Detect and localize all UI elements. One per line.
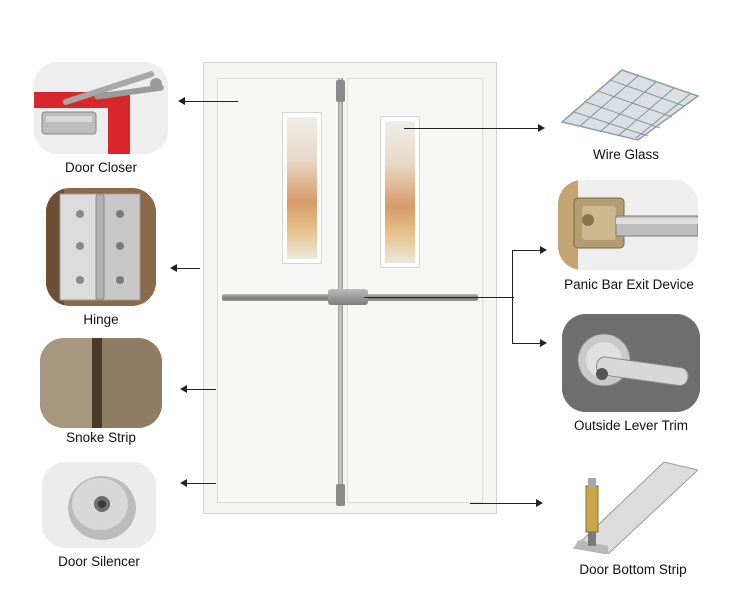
door-window-right — [380, 116, 420, 268]
label-door-bottom-strip: Door Bottom Strip — [579, 562, 687, 577]
arrowhead-wire-glass — [538, 124, 545, 132]
arrowhead-smoke-strip — [180, 385, 187, 393]
bottom-strip-icon — [572, 461, 698, 554]
label-panic-bar: Panic Bar Exit Device — [564, 277, 694, 292]
door-window-left — [282, 112, 322, 264]
pointer-outside-lever — [512, 343, 542, 344]
wire-glass-image — [552, 62, 700, 142]
outside-lever-image — [562, 314, 700, 412]
arrowhead-door-silencer — [180, 479, 187, 487]
pointer-panic-trunk — [364, 297, 514, 298]
pointer-panic-branch — [512, 250, 513, 344]
smoke-strip-image — [40, 338, 162, 428]
label-wire-glass: Wire Glass — [592, 147, 659, 162]
door-closer-icon — [34, 62, 168, 154]
label-smoke-strip: Snoke Strip — [66, 430, 136, 445]
door-leaf-left — [217, 78, 343, 503]
pointer-smoke-strip — [186, 389, 216, 390]
smoke-strip-icon — [40, 338, 162, 428]
door-silencer-image — [42, 462, 156, 548]
label-outside-lever: Outside Lever Trim — [573, 418, 689, 433]
hinge-image — [46, 188, 156, 306]
wire-glass-icon — [560, 69, 700, 141]
pointer-wire-glass — [404, 128, 540, 129]
label-door-closer: Door Closer — [64, 160, 138, 175]
label-hinge: Hinge — [83, 312, 119, 327]
rod-bottom-latch — [336, 484, 345, 506]
panic-bar-center-mechanism — [328, 289, 368, 305]
door-silencer-icon — [42, 462, 156, 548]
arrowhead-panic-bar — [540, 246, 547, 254]
arrowhead-hinge — [170, 264, 177, 272]
arrowhead-door-closer — [178, 97, 185, 105]
pointer-door-bottom-strip — [470, 503, 538, 504]
panic-bar-icon — [558, 180, 698, 270]
panic-bar-image — [558, 180, 698, 270]
lever-handle-icon — [562, 314, 700, 412]
rod-top-latch — [336, 80, 345, 102]
pointer-hinge — [176, 268, 200, 269]
pointer-door-silencer — [186, 483, 216, 484]
pointer-door-closer — [184, 101, 238, 102]
panic-bar-left — [222, 294, 342, 301]
label-door-silencer: Door Silencer — [58, 554, 140, 569]
arrowhead-outside-lever — [540, 339, 547, 347]
pointer-panic-bar — [512, 250, 542, 251]
door-closer-image — [34, 62, 168, 154]
hinge-icon — [46, 188, 156, 306]
door-bottom-strip-image — [568, 456, 698, 554]
arrowhead-door-bottom-strip — [536, 499, 543, 507]
